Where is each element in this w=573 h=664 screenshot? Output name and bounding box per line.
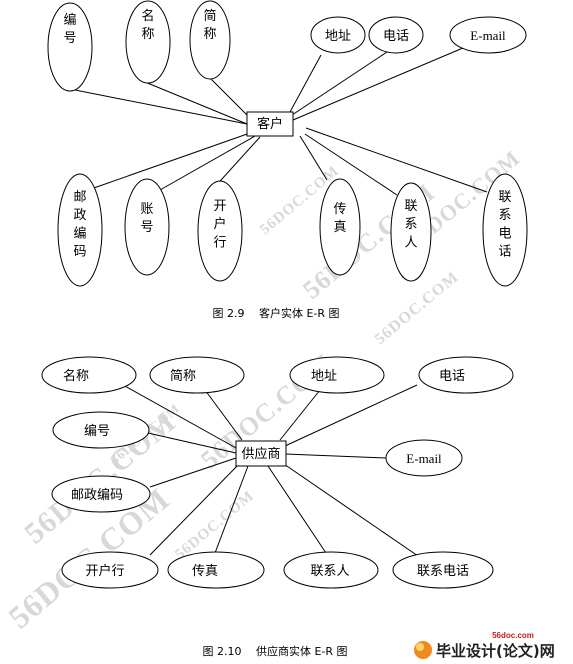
attr-label-name: 名称 <box>63 368 89 384</box>
attr-ellipse <box>189 0 231 80</box>
attr-label-email: E-mail <box>470 28 506 43</box>
relationship-line <box>204 389 243 441</box>
customer-er-diagram: 客户 编号 名称 简称 地址 电话 E-mail 邮政编码 账号 开户行 传真 … <box>47 0 528 320</box>
relationship-line <box>292 44 471 121</box>
logo-domain-text: 56doc.com <box>492 631 534 640</box>
attr-label-short-name: 简称 <box>170 368 196 384</box>
attr-label-fax: 传真 <box>192 564 218 579</box>
attr-ellipse <box>283 551 379 589</box>
caption-figure-2-9: 图 2.9 客户实体 E-R 图 <box>212 306 339 320</box>
attr-ellipse <box>310 16 366 54</box>
attr-label-short-name: 简称 <box>203 8 216 42</box>
customer-entity-label: 客户 <box>257 116 283 132</box>
relationship-line <box>149 457 237 488</box>
attr-ellipse <box>197 180 243 282</box>
relationship-line <box>299 135 328 181</box>
relationship-line <box>305 127 488 193</box>
attr-ellipse <box>289 356 385 394</box>
supplier-entity-box <box>235 440 287 467</box>
attr-ellipse <box>61 551 159 589</box>
watermark-text: 56DOC.COM <box>372 268 462 348</box>
attr-ellipse <box>449 16 527 54</box>
attr-label-address: 地址 <box>325 29 351 44</box>
attr-ellipse <box>57 173 103 287</box>
attr-ellipse <box>51 475 151 513</box>
relationship-line <box>267 465 327 554</box>
relationship-line <box>280 461 419 557</box>
logo-title-text: 毕业设计(论文)网 <box>436 642 555 660</box>
attr-label-email: E-mail <box>406 451 442 466</box>
attr-ellipse <box>385 439 463 477</box>
attr-ellipse <box>149 356 245 394</box>
site-logo: 56doc.com 毕业设计(论文)网 <box>414 631 555 660</box>
attr-ellipse <box>392 551 494 589</box>
attr-ellipse <box>482 173 528 287</box>
attr-label-address: 地址 <box>311 369 337 384</box>
attr-ellipse <box>418 356 514 394</box>
attr-label-id: 编号 <box>63 13 76 46</box>
attr-ellipse <box>124 178 170 276</box>
customer-entity-box <box>246 111 294 137</box>
attr-label-zipcode: 邮政编码 <box>73 190 86 260</box>
relationship-line <box>291 51 388 116</box>
relationship-line <box>144 81 248 125</box>
attr-ellipse <box>319 178 361 276</box>
relationship-line <box>149 462 241 556</box>
supplier-entity-label: 供应商 <box>241 446 280 462</box>
attr-ellipse <box>125 0 171 84</box>
attr-label-account: 账号 <box>140 202 153 235</box>
supplier-er-diagram: 供应商 名称 简称 地址 电话 编号 E-mail 邮政编码 开户行 传真 联系… <box>41 356 514 658</box>
attr-label-contact-phone: 联系电话 <box>498 190 511 260</box>
relationship-line <box>289 54 322 113</box>
relationship-line <box>90 132 251 190</box>
relationship-line <box>147 432 237 454</box>
relationship-line <box>284 384 418 447</box>
attr-ellipse <box>52 411 150 449</box>
relationship-line <box>159 135 256 191</box>
attr-label-contact: 联系人 <box>404 199 417 250</box>
attr-label-contact: 联系人 <box>310 564 349 579</box>
relationship-line <box>122 384 237 449</box>
attr-label-zipcode: 邮政编码 <box>71 488 123 503</box>
attr-ellipse <box>390 182 432 282</box>
logo-badge-highlight <box>416 643 424 651</box>
attr-ellipse <box>47 2 93 92</box>
attr-label-contact-phone: 联系电话 <box>417 564 469 579</box>
relationship-line <box>279 389 321 441</box>
attr-ellipse <box>368 16 424 54</box>
relationship-line <box>284 453 387 459</box>
attr-label-bank: 开户行 <box>213 199 226 250</box>
attr-label-id: 编号 <box>84 424 110 439</box>
attr-label-fax: 传真 <box>333 202 346 235</box>
relationship-line <box>209 77 248 116</box>
attr-label-phone: 电话 <box>439 369 465 384</box>
attr-label-name: 名称 <box>141 8 154 42</box>
relationship-line <box>304 133 398 196</box>
caption-figure-2-10: 图 2.10 供应商实体 E-R 图 <box>202 644 347 658</box>
logo-badge-icon <box>414 641 432 659</box>
attr-ellipse <box>41 356 137 394</box>
attr-label-phone: 电话 <box>383 29 409 44</box>
relationship-line <box>69 88 248 125</box>
attr-label-bank: 开户行 <box>85 563 124 579</box>
attr-ellipse <box>167 551 265 589</box>
relationship-line <box>214 465 249 554</box>
